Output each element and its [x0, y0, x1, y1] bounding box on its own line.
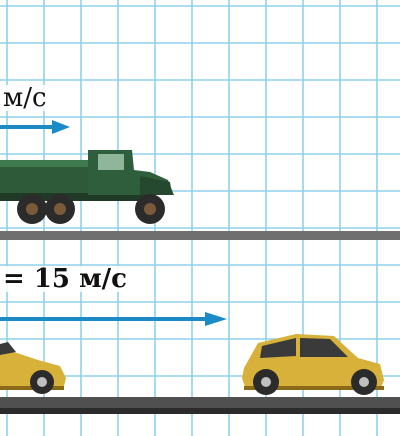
road-bottom-shadow	[0, 408, 400, 414]
car-icon	[242, 334, 384, 395]
velocity-label-top: м/с	[0, 85, 50, 111]
velocity-label-bottom: = 15 м/с	[0, 266, 130, 292]
velocity-arrow-bottom	[0, 312, 227, 326]
velocity-arrow-top	[0, 120, 70, 134]
road-top	[0, 231, 400, 240]
car-icon	[0, 342, 66, 394]
road-bottom	[0, 397, 400, 408]
truck-icon	[0, 150, 174, 224]
